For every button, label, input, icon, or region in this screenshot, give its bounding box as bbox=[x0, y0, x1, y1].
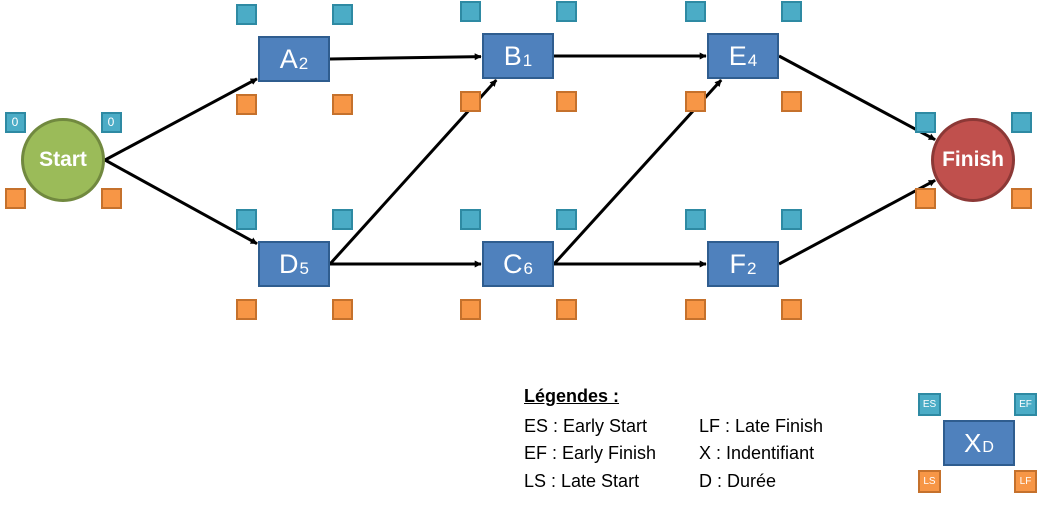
a-late-finish-box bbox=[331, 93, 353, 115]
c-early-finish-box bbox=[555, 208, 577, 230]
finish-early-start-box bbox=[914, 111, 936, 133]
c-late-start-box bbox=[459, 298, 481, 320]
start-node[interactable]: Start bbox=[21, 118, 105, 202]
legend-title: Légendes : bbox=[524, 386, 620, 406]
e-late-finish-box bbox=[780, 90, 802, 112]
b-late-start-box bbox=[459, 90, 481, 112]
task-id-f: F bbox=[729, 248, 747, 279]
a-early-finish-box bbox=[331, 3, 353, 25]
e-early-start-box bbox=[684, 0, 706, 22]
c-late-finish-box bbox=[555, 298, 577, 320]
f-early-finish-box bbox=[780, 208, 802, 230]
task-id-d: D bbox=[279, 248, 299, 279]
start-late-finish-box bbox=[100, 187, 122, 209]
d-late-finish-box bbox=[331, 298, 353, 320]
task-id-c: C bbox=[503, 248, 523, 279]
task-id-b: B bbox=[503, 40, 522, 71]
legend-ls-box: LS bbox=[918, 470, 941, 493]
start-early-start-box: 0 bbox=[4, 111, 26, 133]
d-early-finish-box bbox=[331, 208, 353, 230]
task-id-a: A bbox=[279, 43, 298, 74]
task-duration-a: 2 bbox=[298, 53, 309, 73]
legend-item-x: X : Indentifiant bbox=[699, 443, 815, 463]
legend-item-ls: LS : Late Start bbox=[524, 471, 640, 491]
arrow-start-to-a bbox=[104, 77, 258, 162]
legend-item-ef: EF : Early Finish bbox=[524, 443, 657, 463]
start-late-start-box bbox=[4, 187, 26, 209]
a-late-start-box bbox=[235, 93, 257, 115]
c-early-start-box bbox=[459, 208, 481, 230]
legend-item-lf: LF : Late Finish bbox=[699, 416, 824, 436]
legend-task-id: X bbox=[964, 427, 982, 458]
legend-lf-box: LF bbox=[1014, 470, 1037, 493]
b-early-start-box bbox=[459, 0, 481, 22]
arrow-f-to-finish bbox=[778, 178, 936, 266]
task-id-e: E bbox=[728, 40, 747, 71]
legend-task-duration: D bbox=[982, 438, 994, 456]
legend-es-box: ES bbox=[918, 393, 941, 416]
task-duration-f: 2 bbox=[747, 258, 757, 278]
a-early-start-box bbox=[235, 3, 257, 25]
f-late-finish-box bbox=[780, 298, 802, 320]
f-early-start-box bbox=[684, 208, 706, 230]
task-duration-c: 6 bbox=[523, 258, 533, 278]
b-early-finish-box bbox=[555, 0, 577, 22]
start-early-finish-box: 0 bbox=[100, 111, 122, 133]
d-late-start-box bbox=[235, 298, 257, 320]
legend-ef-box: EF bbox=[1014, 393, 1037, 416]
f-late-start-box bbox=[684, 298, 706, 320]
task-duration-e: 4 bbox=[747, 50, 758, 70]
finish-late-finish-box bbox=[1010, 187, 1032, 209]
legend-item-d: D : Durée bbox=[699, 471, 777, 491]
d-early-start-box bbox=[235, 208, 257, 230]
arrow-start-to-d bbox=[104, 158, 258, 245]
e-late-start-box bbox=[684, 90, 706, 112]
task-duration-d: 5 bbox=[299, 258, 309, 278]
legend-item-es: ES : Early Start bbox=[524, 416, 648, 436]
arrow-a-to-b bbox=[329, 53, 482, 61]
arrow-e-to-finish bbox=[778, 54, 936, 142]
task-duration-b: 1 bbox=[522, 50, 533, 70]
finish-early-finish-box bbox=[1010, 111, 1032, 133]
e-early-finish-box bbox=[780, 0, 802, 22]
finish-node[interactable]: Finish bbox=[931, 118, 1015, 202]
b-late-finish-box bbox=[555, 90, 577, 112]
finish-late-start-box bbox=[914, 187, 936, 209]
